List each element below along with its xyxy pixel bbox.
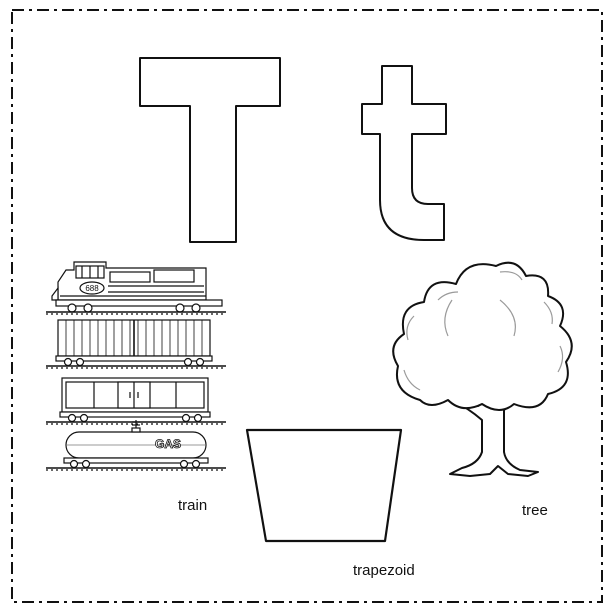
dashed-border [11,9,603,603]
tree-illustration [392,261,573,477]
engine-number: 688 [85,284,99,293]
lowercase-letter-t [361,65,447,241]
uppercase-letter-t [139,57,281,243]
train-label: train [178,497,208,514]
trapezoid-shape [245,428,403,543]
tree-canopy [392,261,573,411]
boxcar-ribbed [46,319,226,369]
tank-car: GAS [46,420,226,471]
train-illustration: 688 [46,261,226,471]
boxcar-doors [46,377,226,425]
locomotive: 688 [46,261,226,315]
trapezoid-label: trapezoid [353,562,415,579]
tree-label: tree [522,502,548,519]
tank-gas-text: GAS [155,437,181,451]
